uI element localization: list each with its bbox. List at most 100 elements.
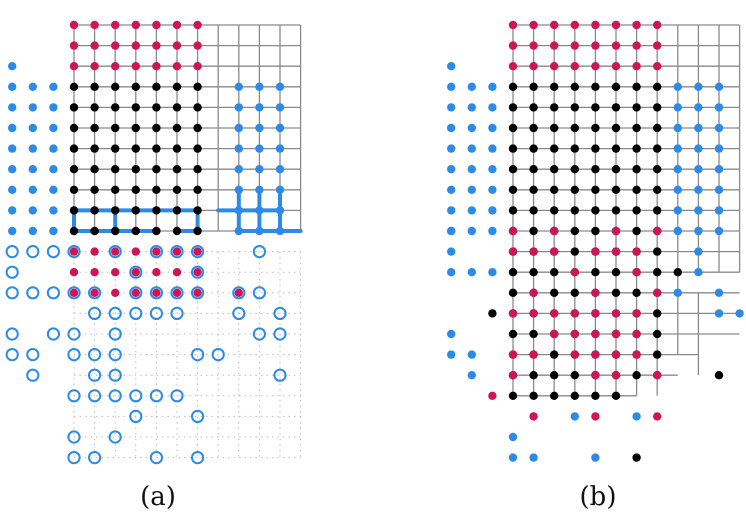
blue-node xyxy=(275,103,285,112)
black-node xyxy=(611,103,621,112)
black-node xyxy=(529,226,538,236)
black-node xyxy=(632,226,641,236)
black-node xyxy=(131,226,140,236)
red-node xyxy=(111,288,120,297)
blue-ring xyxy=(170,306,184,320)
black-node xyxy=(90,103,99,112)
red-node xyxy=(90,247,99,256)
black-node xyxy=(529,144,538,153)
red-node xyxy=(570,309,579,318)
black-node xyxy=(111,185,120,194)
black-node xyxy=(529,206,538,215)
black-node xyxy=(529,329,538,339)
red-node xyxy=(632,329,641,339)
black-node xyxy=(508,329,518,339)
blue-node xyxy=(508,432,518,442)
blue-ring xyxy=(26,348,40,362)
blue-ring xyxy=(170,286,184,300)
blue-ring xyxy=(149,306,163,320)
blue-node xyxy=(714,165,724,174)
black-node xyxy=(69,82,79,92)
red-node xyxy=(90,20,99,30)
blue-node xyxy=(234,206,243,215)
blue-node xyxy=(234,165,243,174)
red-node xyxy=(591,20,600,30)
blue-ring xyxy=(191,245,205,259)
red-node xyxy=(193,268,202,277)
blue-ring xyxy=(46,286,61,300)
blue-node xyxy=(694,185,703,194)
red-node xyxy=(570,20,579,30)
red-node xyxy=(550,41,559,50)
red-node xyxy=(90,61,99,71)
blue-node xyxy=(694,123,703,133)
black-node xyxy=(172,185,182,194)
blue-ring xyxy=(88,368,102,382)
red-node xyxy=(111,41,120,50)
red-node xyxy=(111,268,120,277)
black-node xyxy=(653,309,662,318)
black-node xyxy=(570,371,579,380)
blue-node xyxy=(467,103,476,112)
black-node xyxy=(131,123,140,133)
blue-ring xyxy=(88,389,102,403)
blue-node xyxy=(488,206,497,215)
red-node xyxy=(172,288,182,297)
blue-node xyxy=(255,144,264,153)
black-node xyxy=(111,144,120,153)
black-node xyxy=(611,165,621,174)
black-node xyxy=(90,123,99,133)
black-node xyxy=(111,82,120,92)
red-node xyxy=(529,41,538,50)
red-node xyxy=(90,288,99,297)
blue-node xyxy=(49,82,58,92)
red-node xyxy=(193,247,202,256)
blue-node xyxy=(49,206,58,215)
blue-ring xyxy=(170,245,184,259)
black-node xyxy=(131,185,140,194)
red-node xyxy=(653,20,662,30)
blue-ring xyxy=(129,286,143,300)
blue-ring xyxy=(252,286,266,300)
blue-node xyxy=(275,82,285,92)
red-node xyxy=(550,329,559,339)
blue-node xyxy=(49,226,58,236)
blue-node xyxy=(8,226,17,236)
red-node xyxy=(172,41,182,50)
black-node xyxy=(111,123,120,133)
black-node xyxy=(611,391,621,400)
black-node xyxy=(591,103,600,112)
red-node xyxy=(152,288,161,297)
black-node xyxy=(611,144,621,153)
panel-a xyxy=(5,20,303,465)
red-node xyxy=(69,288,79,297)
black-node xyxy=(632,165,641,174)
blue-node xyxy=(275,206,285,215)
red-node xyxy=(550,61,559,71)
blue-ring xyxy=(129,409,143,423)
red-node xyxy=(611,350,621,359)
blue-node xyxy=(28,123,37,133)
red-node xyxy=(69,20,79,30)
black-node xyxy=(193,226,202,236)
red-node xyxy=(488,391,497,400)
red-node xyxy=(653,226,662,236)
blue-node xyxy=(447,82,456,92)
blue-node xyxy=(275,165,285,174)
black-node xyxy=(550,288,559,297)
blue-ring xyxy=(149,451,163,465)
blue-ring xyxy=(108,368,122,382)
red-node xyxy=(591,309,600,318)
black-node xyxy=(529,123,538,133)
blue-node xyxy=(714,309,724,318)
blue-ring xyxy=(108,306,122,320)
blue-node xyxy=(632,412,641,421)
black-node xyxy=(591,226,600,236)
blue-node xyxy=(714,226,724,236)
blue-node xyxy=(49,103,58,112)
blue-ring xyxy=(273,306,287,320)
black-node xyxy=(632,206,641,215)
black-node xyxy=(550,350,559,359)
blue-node xyxy=(714,123,724,133)
red-node xyxy=(131,20,140,30)
